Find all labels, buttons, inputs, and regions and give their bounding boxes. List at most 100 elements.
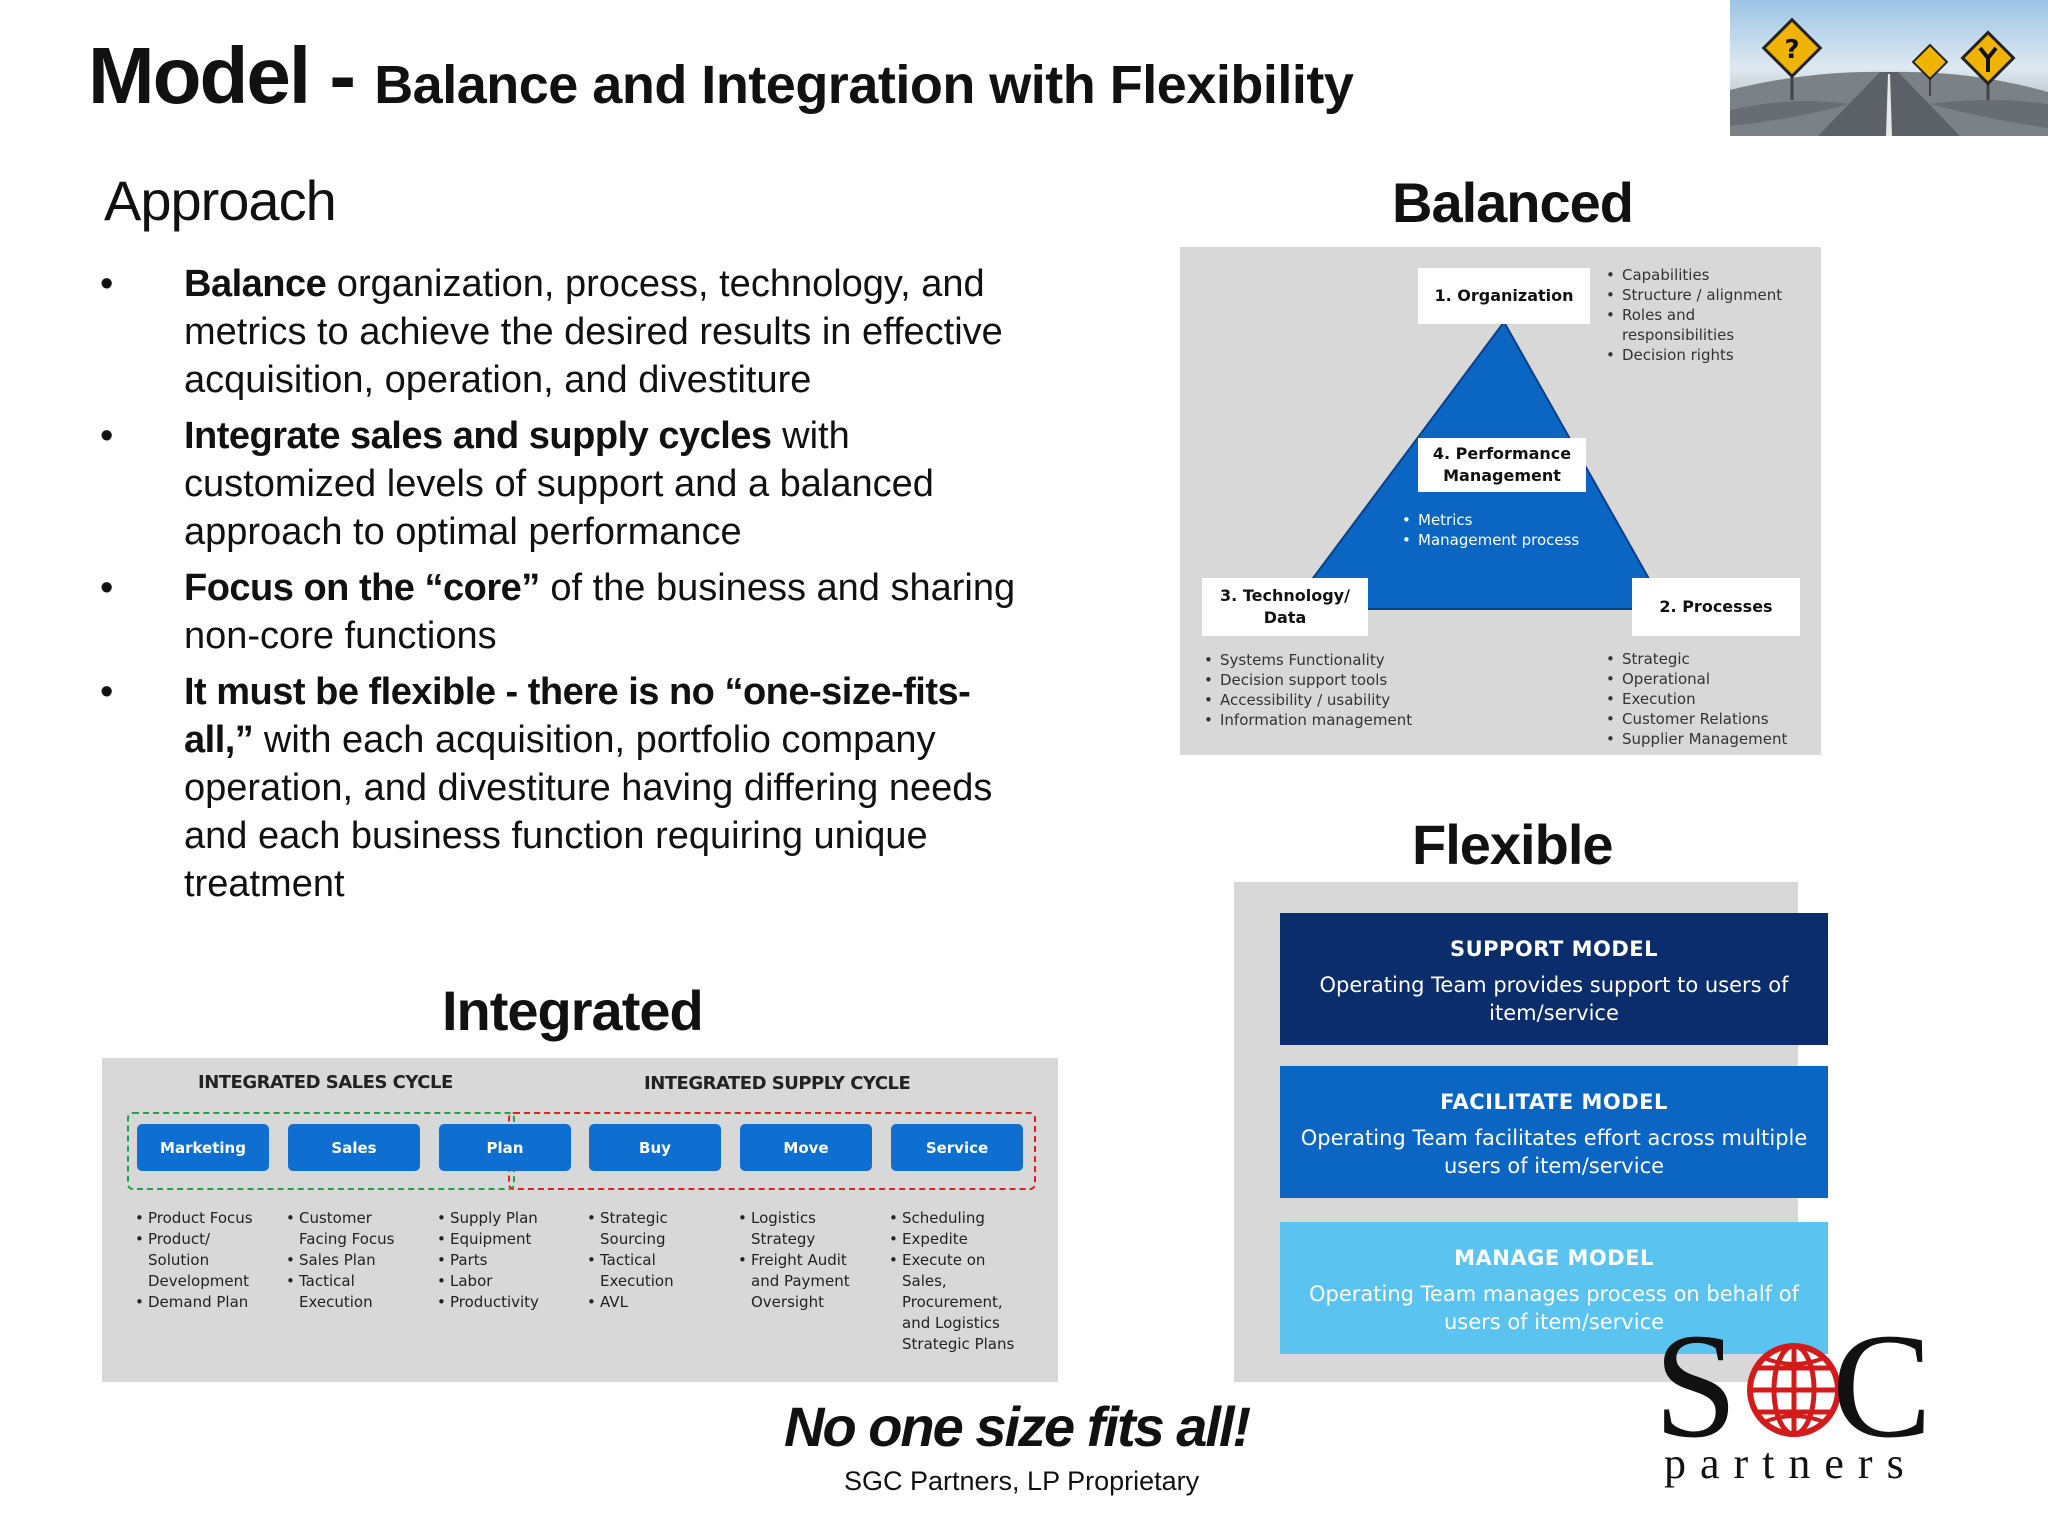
step-sales: Sales [288, 1124, 420, 1171]
bullet-text: of the business and sharing non-core fun… [184, 567, 1016, 657]
svg-text:?: ? [1784, 35, 1799, 65]
list-item: Productivity [437, 1292, 573, 1313]
list-item: Product/ Solution Development [135, 1229, 275, 1292]
svg-text:S: S [1654, 1318, 1737, 1469]
title-subtitle: Balance and Integration with Flexibility [374, 55, 1354, 115]
list-item: Tactical Execution [587, 1250, 707, 1292]
list-item: Execute on Sales, Procurement, and Logis… [889, 1250, 1015, 1355]
processes-list: Strategic Operational Execution Customer… [1606, 649, 1816, 749]
list-item: Customer Facing Focus [286, 1208, 422, 1250]
integrated-heading: Integrated [442, 979, 704, 1042]
list-item: Equipment [437, 1229, 573, 1250]
technology-list: Systems Functionality Decision support t… [1204, 650, 1444, 730]
organization-list: Capabilities Structure / alignment Roles… [1606, 265, 1806, 365]
tagline: No one size fits all! [784, 1395, 1251, 1458]
list-item: Accessibility / usability [1204, 690, 1444, 710]
list-item: Supply Plan [437, 1208, 573, 1229]
list-item: Information management [1204, 710, 1444, 730]
bullet-text: organization, process, technology, and m… [184, 263, 1003, 401]
organization-box: 1. Organization [1418, 268, 1590, 324]
list-item: Scheduling [889, 1208, 1015, 1229]
supply-cycle-title: INTEGRATED SUPPLY CYCLE [644, 1073, 911, 1094]
bullet-bold: Integrate sales and supply cycles [184, 415, 772, 457]
list-item: Logistics Strategy [738, 1208, 862, 1250]
list-item: Strategic [1606, 649, 1816, 669]
bullet-item: • It must be flexible - there is no “one-… [100, 668, 1020, 908]
footer-proprietary: SGC Partners, LP Proprietary [844, 1466, 1200, 1496]
road-signs-image: ? [1730, 0, 2048, 136]
performance-list: Metrics Management process [1402, 510, 1602, 550]
list-item: Metrics [1402, 510, 1602, 530]
list-item: Tactical Execution [286, 1271, 422, 1313]
list-item: Systems Functionality [1204, 650, 1444, 670]
integrated-diagram: INTEGRATED SALES CYCLE INTEGRATED SUPPLY… [102, 1058, 1058, 1382]
plan-list: Supply Plan Equipment Parts Labor Produc… [437, 1208, 573, 1313]
approach-heading: Approach [104, 169, 337, 232]
list-item: Decision support tools [1204, 670, 1444, 690]
step-service: Service [891, 1124, 1023, 1171]
service-list: Scheduling Expedite Execute on Sales, Pr… [889, 1208, 1015, 1355]
approach-bullet-list: • Balance organization, process, technolo… [100, 260, 1020, 916]
bullet-bold: It must be flexible - there is no “one-s… [184, 671, 971, 761]
step-move: Move [740, 1124, 872, 1171]
flexible-heading: Flexible [1412, 813, 1614, 876]
balanced-heading: Balanced [1392, 171, 1634, 234]
model-title: MANAGE MODEL [1454, 1246, 1654, 1270]
list-item: Structure / alignment [1606, 285, 1806, 305]
bullet-dot: • [100, 263, 114, 305]
bullet-bold: Focus on the “core” [184, 567, 540, 609]
list-item: Execution [1606, 689, 1816, 709]
support-model-card: SUPPORT MODEL Operating Team provides su… [1280, 913, 1828, 1045]
bullet-text: with customized levels of support and a … [184, 415, 934, 553]
sales-list: Customer Facing Focus Sales Plan Tactica… [286, 1208, 422, 1313]
flexible-diagram: SUPPORT MODEL Operating Team provides su… [1234, 882, 1828, 1382]
list-item: Demand Plan [135, 1292, 275, 1313]
facilitate-model-card: FACILITATE MODEL Operating Team facilita… [1280, 1066, 1828, 1198]
list-item: Product Focus [135, 1208, 275, 1229]
list-item: Operational [1606, 669, 1816, 689]
model-description: Operating Team facilitates effort across… [1300, 1126, 1808, 1178]
model-description: Operating Team manages process on behalf… [1309, 1282, 1799, 1334]
list-item: Sales Plan [286, 1250, 422, 1271]
list-item: Expedite [889, 1229, 1015, 1250]
bullet-dot: • [100, 415, 114, 457]
bullet-item: • Focus on the “core” of the business and… [100, 564, 1020, 660]
processes-box: 2. Processes [1632, 578, 1800, 636]
step-buy: Buy [589, 1124, 721, 1171]
model-title: FACILITATE MODEL [1440, 1090, 1668, 1114]
list-item: Freight Audit and Payment Oversight [738, 1250, 862, 1313]
balanced-diagram: 1. Organization Capabilities Structure /… [1180, 247, 1821, 755]
list-item: Labor [437, 1271, 573, 1292]
list-item: Parts [437, 1250, 573, 1271]
marketing-list: Product Focus Product/ Solution Developm… [135, 1208, 275, 1313]
bullet-dot: • [100, 671, 114, 713]
step-plan: Plan [439, 1124, 571, 1171]
list-item: Strategic Sourcing [587, 1208, 707, 1250]
globe-icon [1747, 1343, 1841, 1437]
list-item: Customer Relations [1606, 709, 1816, 729]
move-list: Logistics Strategy Freight Audit and Pay… [738, 1208, 862, 1313]
model-description: Operating Team provides support to users… [1319, 973, 1789, 1025]
bullet-item: • Integrate sales and supply cycles with … [100, 412, 1020, 556]
step-marketing: Marketing [137, 1124, 269, 1171]
bullet-bold: Balance [184, 263, 327, 305]
svg-text:C: C [1832, 1318, 1932, 1469]
list-item: Supplier Management [1606, 729, 1816, 749]
list-item: Decision rights [1606, 345, 1806, 365]
svg-text:partners: partners [1664, 1439, 1918, 1488]
list-item: Roles and responsibilities [1606, 305, 1806, 345]
sales-cycle-title: INTEGRATED SALES CYCLE [198, 1072, 453, 1093]
page-title: Model - Balance and Integration with Fle… [88, 30, 1354, 122]
bullet-text: with each acquisition, portfolio company… [184, 719, 993, 905]
sgc-partners-logo: S C partners [1652, 1303, 1952, 1488]
bullet-item: • Balance organization, process, technolo… [100, 260, 1020, 404]
buy-list: Strategic Sourcing Tactical Execution AV… [587, 1208, 707, 1313]
model-title: SUPPORT MODEL [1449, 937, 1659, 961]
technology-box: 3. Technology/ Data [1202, 578, 1368, 636]
manage-model-card: MANAGE MODEL Operating Team manages proc… [1280, 1222, 1828, 1354]
list-item: Capabilities [1606, 265, 1806, 285]
bullet-dot: • [100, 567, 114, 609]
title-main: Model - [88, 31, 375, 120]
list-item: AVL [587, 1292, 707, 1313]
performance-box: 4. Performance Management [1418, 438, 1586, 492]
